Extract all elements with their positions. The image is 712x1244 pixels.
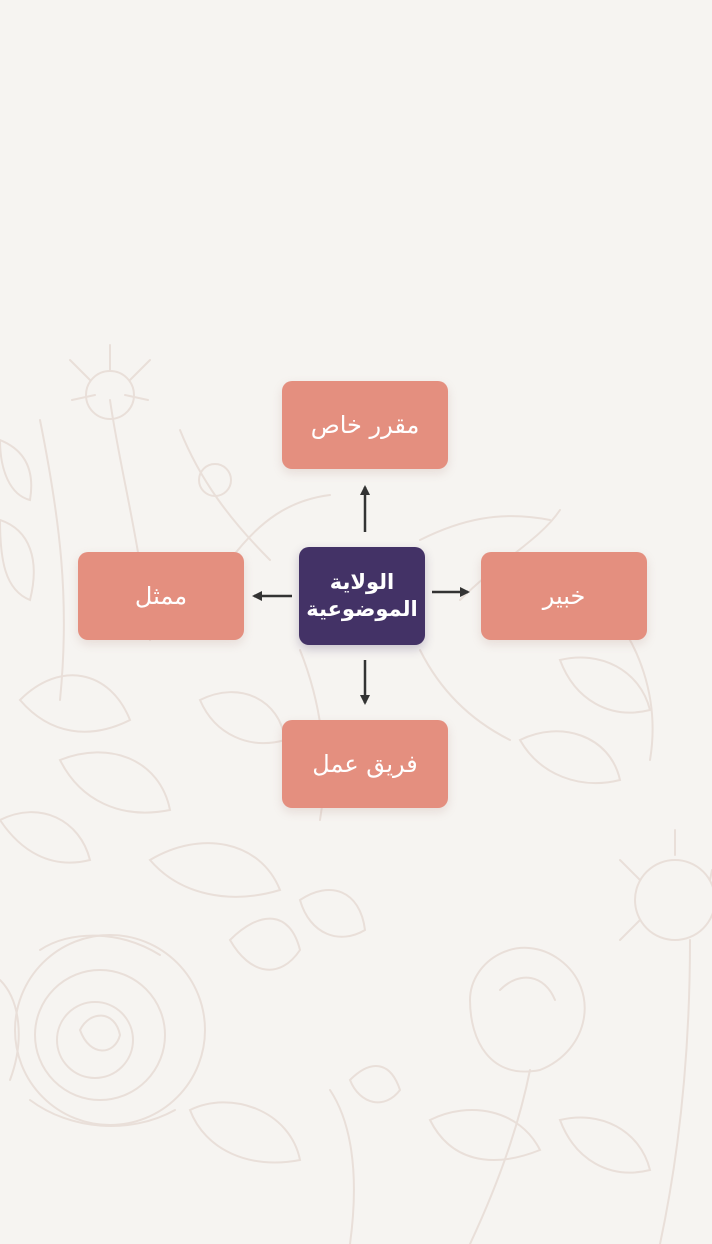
node-thematic-mandate: الولاية الموضوعية	[299, 547, 425, 645]
node-working-group: فريق عمل	[282, 720, 448, 808]
node-representative: ممثل	[78, 552, 244, 640]
node-special-rapporteur: مقرر خاص	[282, 381, 448, 469]
node-expert: خبير	[481, 552, 647, 640]
